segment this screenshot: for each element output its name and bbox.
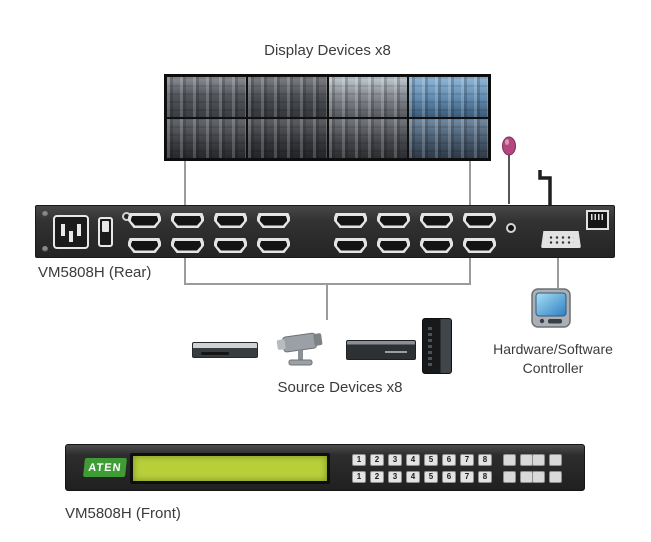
- function-button: [503, 454, 516, 466]
- screw-icon: [42, 246, 48, 252]
- rear-panel-label: VM5808H (Rear): [38, 264, 152, 281]
- port-button: 1: [352, 471, 366, 483]
- display-devices-label: Display Devices x8: [264, 42, 391, 59]
- hdmi-port-icon: [171, 238, 204, 253]
- hdmi-port-icon: [463, 213, 496, 228]
- hdmi-port-icon: [128, 238, 161, 253]
- ir-receiver-icon: [502, 136, 516, 204]
- display-cell: [247, 118, 327, 158]
- port-button: 3: [388, 471, 402, 483]
- port-button: 8: [478, 454, 492, 466]
- display-cell: [328, 77, 408, 117]
- media-player-icon: [346, 340, 416, 360]
- hdmi-port-icon: [420, 213, 453, 228]
- source-devices-label: Source Devices x8: [277, 379, 403, 396]
- port-button: 3: [388, 454, 402, 466]
- front-panel-label: VM5808H (Front): [65, 505, 181, 522]
- hdmi-port-icon: [334, 213, 367, 228]
- hdmi-port-icon: [214, 213, 247, 228]
- port-button: 7: [460, 454, 474, 466]
- port-button: 4: [406, 471, 420, 483]
- cctv-camera-icon: [276, 326, 332, 375]
- vm5808h-front-panel: ATEN 1 2 3 4 5 6 7 8 1 2 3 4 5 6 7 8: [65, 444, 585, 491]
- vm5808h-rear-panel: [35, 205, 615, 258]
- port-button: 2: [370, 471, 384, 483]
- hdmi-port-icon: [334, 238, 367, 253]
- rj45-port-icon: [586, 210, 609, 230]
- power-inlet-icon: [53, 215, 89, 249]
- hdmi-port-icon: [128, 213, 161, 228]
- db9-serial-port-icon: [541, 231, 581, 248]
- function-button: [532, 454, 545, 466]
- hdmi-port-icon: [463, 238, 496, 253]
- port-button: 7: [460, 471, 474, 483]
- hdmi-row-top: [128, 213, 496, 228]
- port-button: 2: [370, 454, 384, 466]
- lcd-display: [130, 453, 330, 484]
- pc-tower-icon: [422, 318, 452, 374]
- hdmi-port-icon: [257, 238, 290, 253]
- function-button: [503, 471, 516, 483]
- port-button-bank: 1 2 3 4 5 6 7 8 1 2 3 4 5 6 7 8: [352, 454, 492, 483]
- function-button: [549, 471, 562, 483]
- function-button: [532, 471, 545, 483]
- hdmi-port-icon: [214, 238, 247, 253]
- display-cell: [247, 77, 327, 117]
- port-group-gap: [300, 238, 324, 253]
- port-button: 1: [352, 454, 366, 466]
- hdmi-port-icon: [420, 238, 453, 253]
- hdmi-port-icon: [171, 213, 204, 228]
- wire-source-bracket: [184, 258, 471, 285]
- display-cell: [409, 118, 488, 158]
- aten-logo: ATEN: [83, 458, 127, 477]
- port-button: 8: [478, 471, 492, 483]
- ir-jack-icon: [506, 223, 516, 233]
- handheld-controller-icon: [527, 287, 575, 336]
- hdmi-port-icon: [377, 238, 410, 253]
- hdmi-row-bottom: [128, 238, 496, 253]
- port-button: 6: [442, 454, 456, 466]
- grounding-wire-icon: [538, 170, 552, 205]
- function-button-group: [532, 454, 562, 483]
- port-group-gap: [300, 213, 324, 228]
- display-cell: [409, 77, 488, 117]
- port-button: 5: [424, 454, 438, 466]
- hdmi-port-bank: [128, 213, 496, 253]
- power-switch-icon: [98, 217, 113, 247]
- controller-label: Hardware/Software Controller: [493, 341, 613, 376]
- display-cell: [167, 118, 246, 158]
- function-button: [549, 454, 562, 466]
- function-button-group: [503, 454, 533, 483]
- screw-icon: [42, 211, 48, 217]
- port-button: 5: [424, 471, 438, 483]
- port-button: 4: [406, 454, 420, 466]
- display-cell: [167, 77, 246, 117]
- hdmi-port-icon: [377, 213, 410, 228]
- video-wall-grid: [164, 74, 491, 161]
- port-button: 6: [442, 471, 456, 483]
- display-cell: [328, 118, 408, 158]
- hdmi-port-icon: [257, 213, 290, 228]
- dvd-player-icon: [192, 342, 258, 358]
